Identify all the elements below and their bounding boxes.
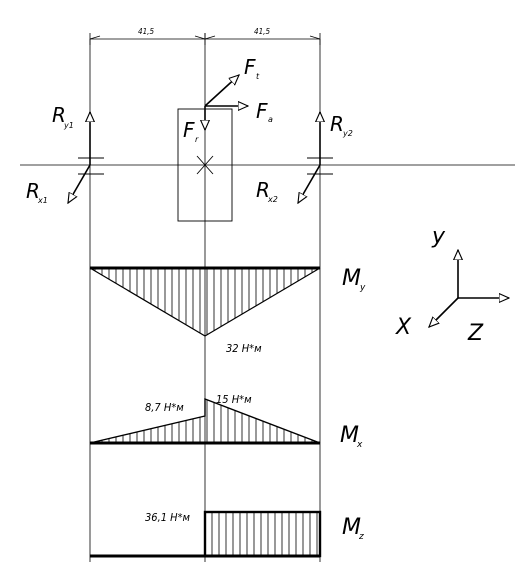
force-ft-label: F bbox=[244, 55, 256, 79]
reaction-ry1-sub: y1 bbox=[63, 121, 74, 130]
coordinate-axes: y X Z bbox=[395, 224, 509, 346]
reaction-rx1-label: R bbox=[26, 179, 40, 203]
forces: F t F a F r bbox=[183, 55, 273, 144]
reaction-ry1-label: R bbox=[52, 103, 66, 127]
mx-sub: x bbox=[356, 440, 363, 450]
force-fr-sub: r bbox=[195, 135, 199, 144]
mz-value: 36,1 Н*м bbox=[145, 511, 191, 524]
axis-z-label: Z bbox=[467, 321, 484, 346]
force-fa-sub: a bbox=[268, 115, 273, 124]
my-diagram: 32 Н*м M y bbox=[89, 266, 366, 355]
mz-sub: z bbox=[358, 532, 364, 542]
mz-diagram: 36,1 Н*м M z bbox=[90, 510, 364, 558]
mx-label: M bbox=[340, 423, 359, 448]
force-fa-label: F bbox=[256, 99, 268, 123]
right-support: R y2 R x2 bbox=[256, 112, 353, 204]
my-hatch bbox=[94, 268, 320, 335]
reaction-ry2-label: R bbox=[330, 112, 344, 136]
mz-hatch bbox=[211, 512, 318, 556]
axis-x-label: X bbox=[395, 315, 412, 340]
force-fr-label: F bbox=[183, 118, 195, 142]
reaction-rx1-sub: x1 bbox=[37, 196, 48, 205]
mx-diagram: 8,7 Н*м 15 Н*м M x bbox=[89, 393, 363, 450]
mx-hatch bbox=[94, 399, 320, 443]
mx-value-left: 8,7 Н*м bbox=[145, 401, 184, 414]
my-sub: y bbox=[359, 283, 366, 293]
force-ft-sub: t bbox=[256, 72, 260, 81]
reaction-ry2-sub: y2 bbox=[342, 129, 353, 138]
reaction-rx2-label: R bbox=[256, 178, 270, 202]
dimension-left: 41,5 bbox=[138, 27, 154, 36]
dimension-right: 41,5 bbox=[254, 27, 270, 36]
my-label: M bbox=[342, 266, 361, 291]
mx-value-right: 15 Н*м bbox=[216, 393, 252, 406]
left-support: R y1 R x1 bbox=[26, 103, 104, 205]
axis-y-label: y bbox=[431, 224, 446, 249]
reaction-rx2-sub: x2 bbox=[267, 195, 278, 204]
my-value: 32 Н*м bbox=[226, 342, 262, 355]
mz-label: M bbox=[342, 515, 361, 540]
